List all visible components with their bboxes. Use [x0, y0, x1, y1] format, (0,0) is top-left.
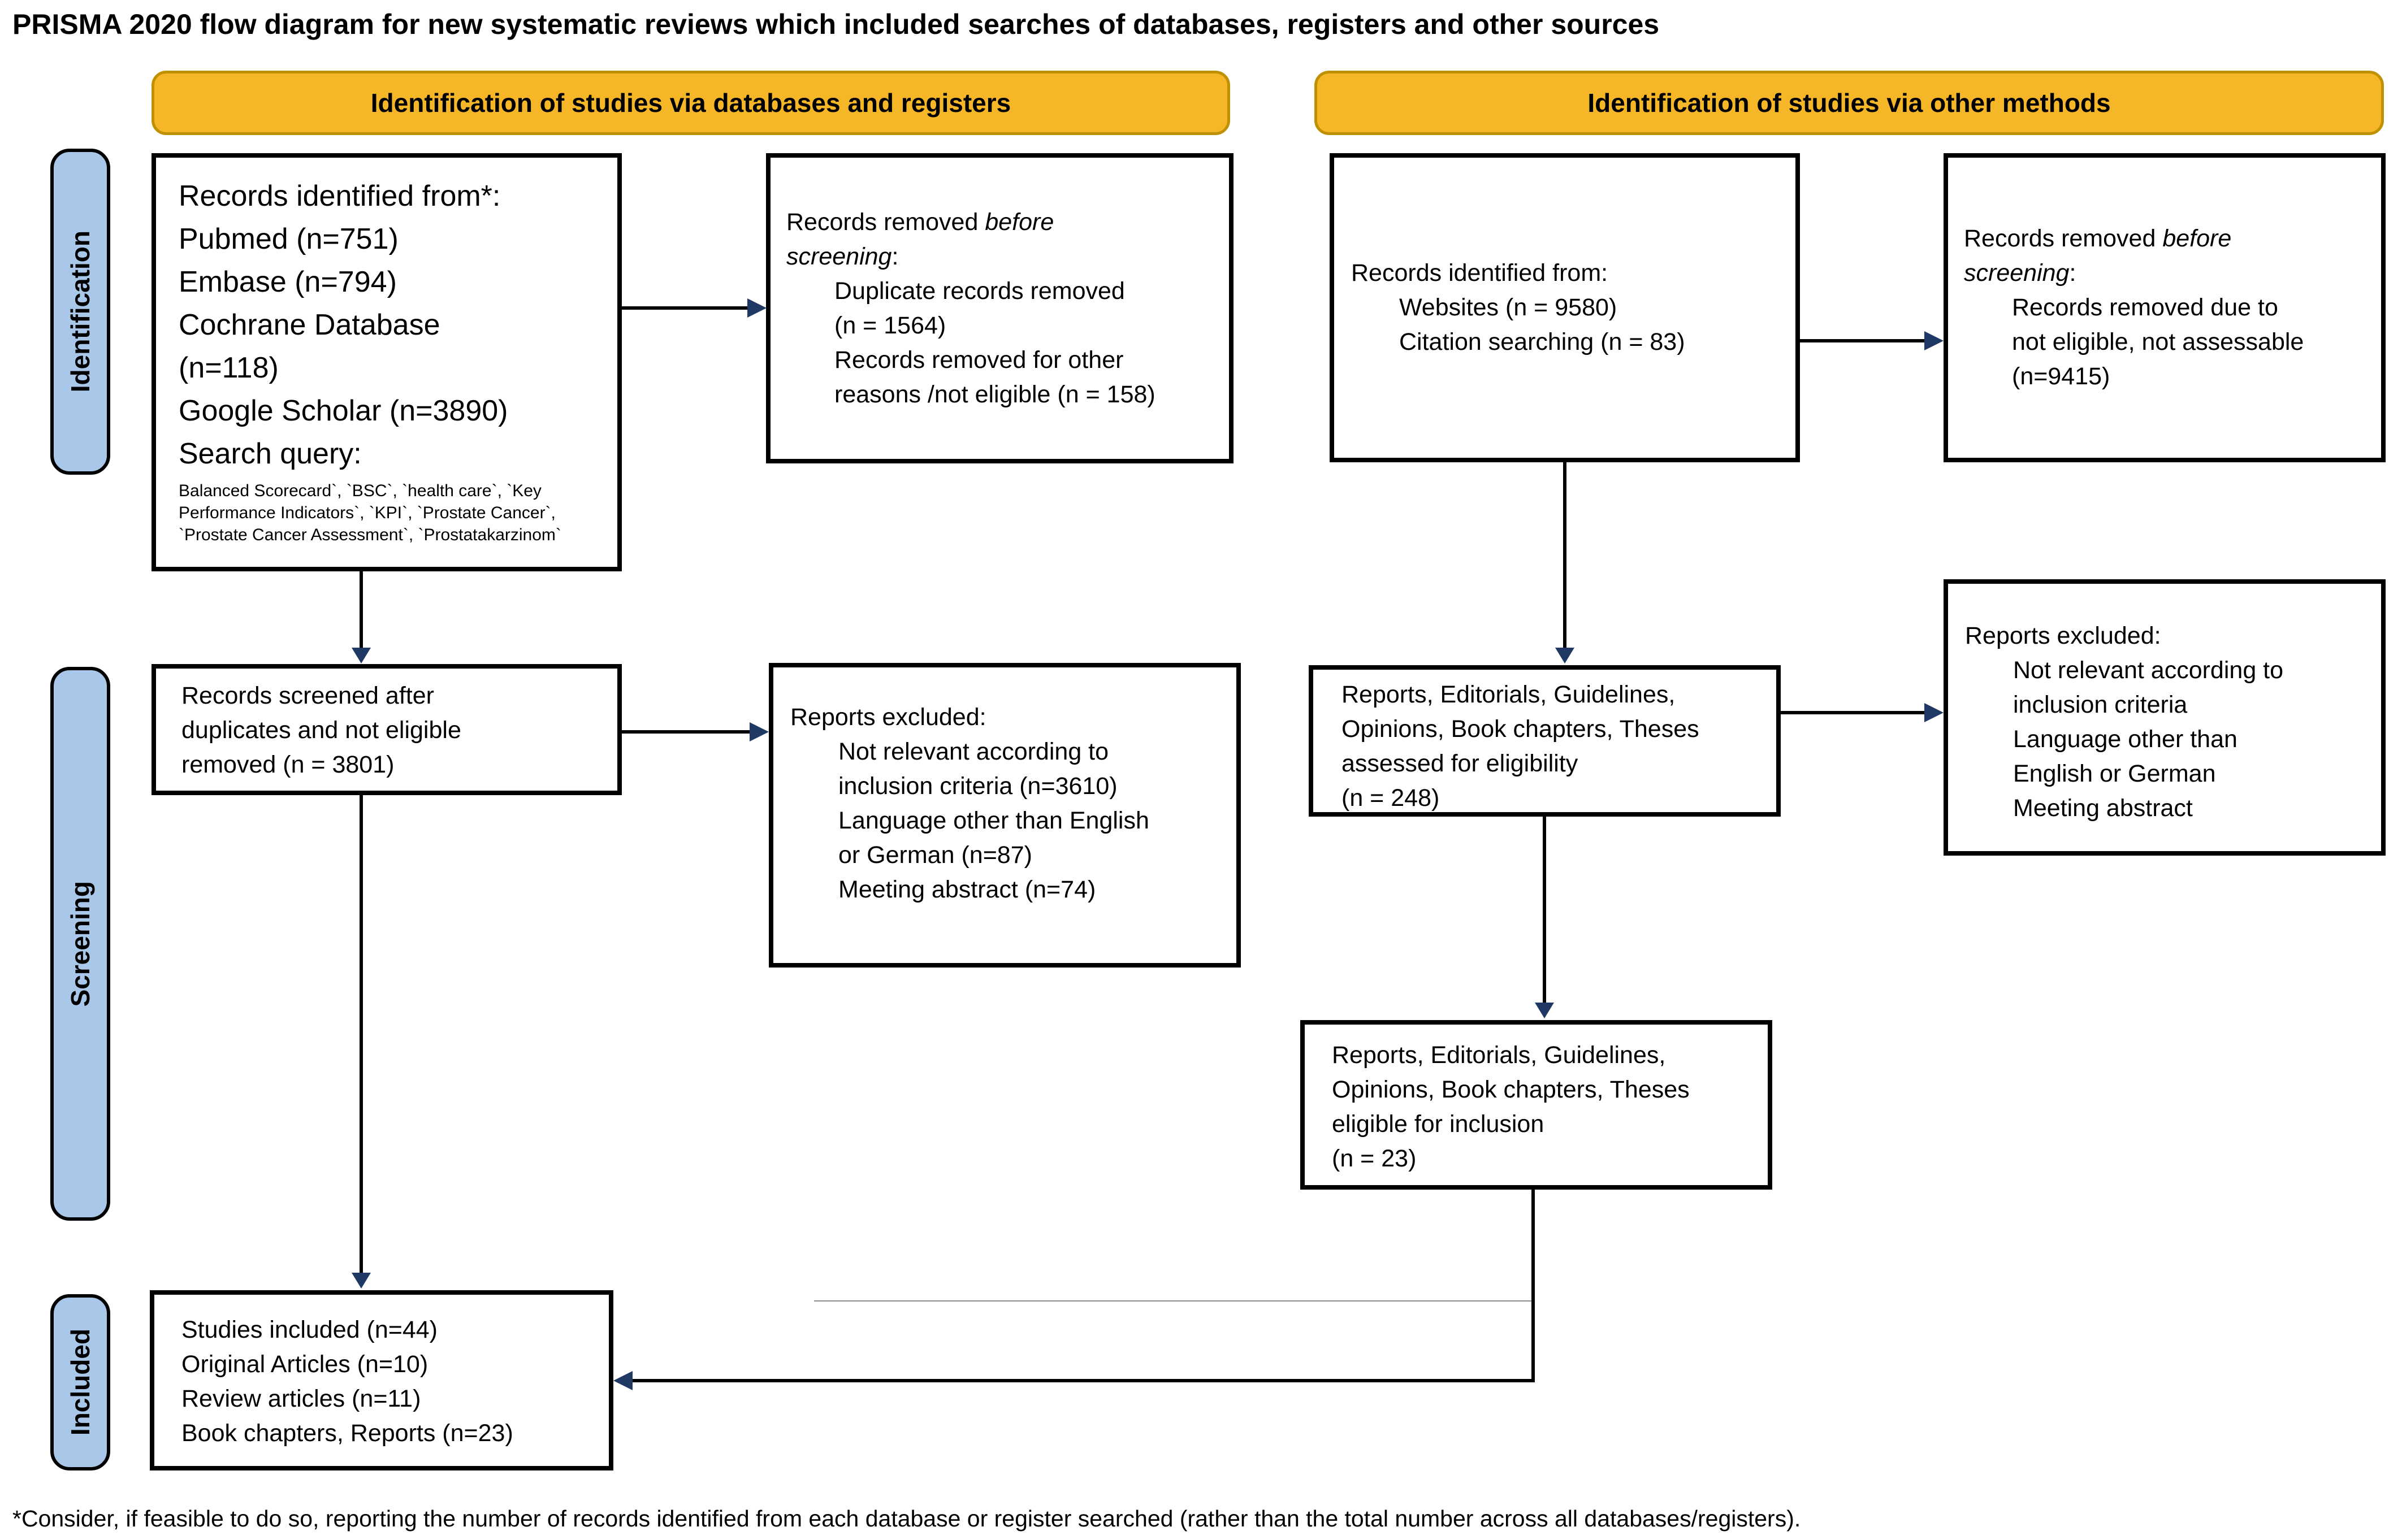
box-line: Opinions, Book chapters, Theses	[1332, 1076, 1690, 1103]
box-line: eligible for inclusion	[1332, 1110, 1544, 1138]
box-records-screened: Records screened after duplicates and no…	[152, 664, 622, 795]
box-line: Citation searching (n = 83)	[1399, 328, 1685, 355]
stage-identification-label: Identification	[66, 231, 95, 393]
arrowhead-down-icon	[352, 1273, 371, 1289]
box-line: inclusion criteria (n=3610)	[838, 773, 1118, 800]
box-line: Not relevant according to	[838, 738, 1109, 765]
stage-included: Included	[50, 1294, 110, 1470]
box-line: screening:	[1964, 259, 2076, 287]
box-line: Meeting abstract	[2013, 795, 2193, 822]
arrowhead-down-icon	[352, 648, 371, 663]
box-records-identified-other: Records identified from: Websites (n = 9…	[1330, 153, 1800, 462]
hairline-artifact	[814, 1300, 1532, 1302]
box-assessed-for-eligibility: Reports, Editorials, Guidelines, Opinion…	[1309, 665, 1781, 817]
box-line: Duplicate records removed	[834, 277, 1125, 305]
box-line: Records removed before	[1964, 225, 2232, 252]
box-line: screening:	[786, 242, 899, 270]
box-line: assessed for eligibility	[1341, 750, 1578, 777]
box-line: Records removed for other	[834, 346, 1124, 374]
column-header-databases-label: Identification of studies via databases …	[370, 88, 1011, 118]
box-line: Language other than	[2013, 726, 2237, 753]
footnote: *Consider, if feasible to do so, reporti…	[12, 1506, 1801, 1532]
box-line: Not relevant according to	[2013, 657, 2284, 684]
search-query-text: Balanced Scorecard`, `BSC`, `health care…	[179, 481, 561, 544]
box-line: Meeting abstract (n=74)	[838, 876, 1096, 903]
box-line: Records identified from*:	[179, 180, 501, 212]
arrowhead-right-icon	[1924, 331, 1944, 350]
box-line: Original Articles (n=10)	[181, 1351, 429, 1378]
box-line: Pubmed (n=751)	[179, 223, 399, 255]
stage-screening-label: Screening	[66, 880, 95, 1007]
arrow-screened-to-excluded	[622, 730, 750, 734]
box-line: (n=118)	[179, 352, 279, 384]
stage-included-label: Included	[66, 1329, 95, 1436]
box-line: Studies included (n=44)	[181, 1316, 438, 1343]
stage-identification: Identification	[50, 149, 110, 475]
diagram-title: PRISMA 2020 flow diagram for new systema…	[12, 8, 1660, 40]
box-line: English or German	[2013, 760, 2216, 787]
box-line: Reports, Editorials, Guidelines,	[1332, 1042, 1666, 1069]
box-line: (n=9415)	[2012, 363, 2110, 390]
box-records-removed-before-screening-databases: Records removed before screening: Duplic…	[766, 153, 1234, 463]
arrow-assessed-to-eligible	[1543, 817, 1546, 1003]
box-line: inclusion criteria	[2013, 691, 2188, 718]
box-line: Reports excluded:	[1965, 622, 2161, 649]
arrow-identified-to-removed-db	[622, 306, 747, 310]
box-line: Records removed due to	[2012, 294, 2278, 321]
box-line: Cochrane Database	[179, 309, 440, 341]
arrow-other-identified-to-assessed	[1563, 462, 1566, 648]
box-line: Review articles (n=11)	[181, 1385, 421, 1412]
arrow-eligible-elbow-vertical	[1531, 1190, 1535, 1381]
arrowhead-right-icon	[1924, 703, 1944, 722]
box-line: not eligible, not assessable	[2012, 328, 2304, 355]
box-line: Google Scholar (n=3890)	[179, 394, 508, 427]
stage-screening: Screening	[50, 667, 110, 1221]
box-line: (n = 1564)	[834, 311, 946, 339]
box-line: Reports, Editorials, Guidelines,	[1341, 681, 1676, 708]
arrowhead-down-icon	[1535, 1003, 1554, 1018]
arrowhead-right-icon	[747, 298, 767, 318]
box-line: Opinions, Book chapters, Theses	[1341, 715, 1699, 743]
box-line: Search query:	[179, 437, 362, 470]
arrowhead-right-icon	[750, 722, 769, 741]
box-studies-included: Studies included (n=44) Original Article…	[150, 1290, 613, 1470]
box-reports-excluded-other: Reports excluded: Not relevant according…	[1944, 579, 2386, 856]
box-reports-excluded-databases: Reports excluded: Not relevant according…	[769, 663, 1241, 968]
box-line: or German (n=87)	[838, 841, 1032, 869]
box-line: Language other than English	[838, 807, 1149, 834]
box-records-removed-before-screening-other: Records removed before screening: Record…	[1944, 153, 2386, 462]
box-line: Reports excluded:	[790, 704, 986, 731]
column-header-databases: Identification of studies via databases …	[152, 71, 1230, 135]
arrowhead-left-icon	[613, 1371, 633, 1390]
box-line: reasons /not eligible (n = 158)	[834, 380, 1155, 408]
box-records-identified-databases: Records identified from*: Pubmed (n=751)…	[152, 153, 622, 571]
box-line: Websites (n = 9580)	[1399, 294, 1617, 321]
box-line: Embase (n=794)	[179, 266, 397, 298]
column-header-other-methods: Identification of studies via other meth…	[1314, 71, 2384, 135]
arrowhead-down-icon	[1555, 648, 1574, 663]
column-header-other-methods-label: Identification of studies via other meth…	[1587, 88, 2111, 118]
box-line: Book chapters, Reports (n=23)	[181, 1420, 513, 1447]
arrow-identified-to-screened	[360, 571, 363, 648]
box-line: removed (n = 3801)	[181, 751, 395, 778]
box-line: Records identified from:	[1351, 259, 1608, 287]
arrow-eligible-to-included	[633, 1379, 1535, 1382]
box-eligible-for-inclusion: Reports, Editorials, Guidelines, Opinion…	[1300, 1020, 1772, 1190]
box-line: duplicates and not eligible	[181, 717, 461, 744]
box-line: Records screened after	[181, 682, 434, 709]
arrow-assessed-to-excluded	[1781, 711, 1924, 714]
arrow-other-identified-to-removed	[1800, 339, 1924, 342]
arrow-screened-to-included	[360, 795, 363, 1273]
box-line: (n = 248)	[1341, 784, 1440, 812]
box-line: Records removed before	[786, 208, 1054, 236]
box-line: (n = 23)	[1332, 1145, 1417, 1172]
